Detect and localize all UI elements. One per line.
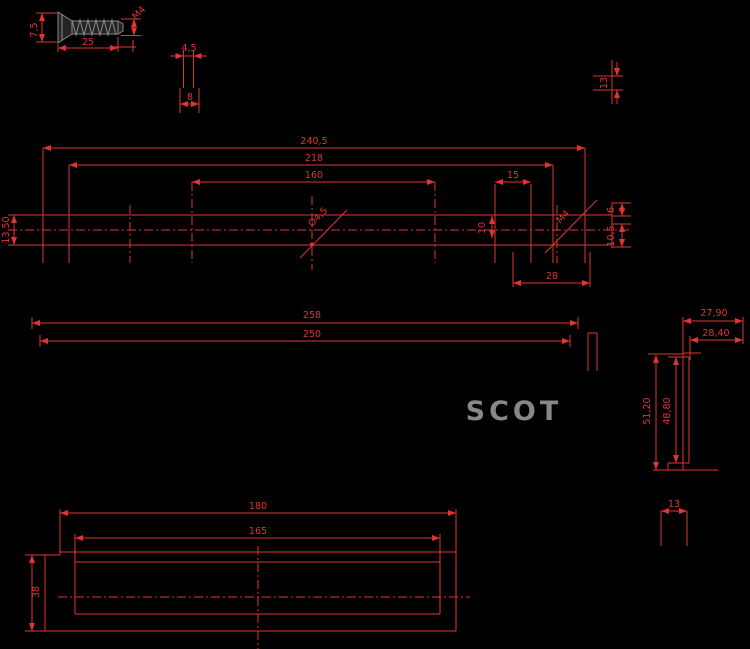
dim-6-label: 6 bbox=[606, 207, 617, 213]
length-258-label: 258 bbox=[303, 310, 321, 321]
height-38-label: 38 bbox=[31, 586, 42, 598]
screw-side-view: 7,5 25 M4 bbox=[29, 4, 148, 52]
screw-tip bbox=[117, 20, 124, 35]
depth-27-90-label: 27,90 bbox=[700, 308, 727, 319]
side-profile-view: 27,90 28,40 51,20 48,80 bbox=[642, 308, 744, 471]
tab-13-label: 13 bbox=[668, 499, 680, 510]
hole-spacing-label: 160 bbox=[305, 170, 323, 181]
height-51-20-label: 51,20 bbox=[642, 397, 653, 424]
hole-dia-label: Ø4,5 bbox=[306, 205, 330, 229]
length-250-label: 250 bbox=[303, 329, 321, 340]
depth-28-40-label: 28,40 bbox=[702, 328, 729, 339]
width-180-label: 180 bbox=[249, 501, 267, 512]
slot-inner-width-label: 4,5 bbox=[181, 43, 196, 54]
overall-length-label: 240,5 bbox=[300, 136, 327, 147]
dim-10-label: 10 bbox=[477, 222, 488, 234]
screw-head-height-label: 7,5 bbox=[29, 22, 40, 37]
width-165-label: 165 bbox=[249, 526, 267, 537]
bottom-view: 180 165 38 bbox=[25, 501, 470, 649]
dim-10-5-label: 10,5 bbox=[606, 225, 617, 246]
mount-spacing-label: 218 bbox=[305, 153, 323, 164]
height-13-50-label: 13,50 bbox=[1, 216, 12, 243]
height-48-80-label: 48,80 bbox=[662, 397, 673, 424]
slot-outer-width-label: 8 bbox=[187, 92, 193, 103]
screw-length-label: 25 bbox=[82, 37, 94, 48]
watermark-logo: SCOT bbox=[466, 396, 563, 427]
end-tab-height-label: 13 bbox=[599, 77, 610, 89]
slot-section-view: 4,5 8 bbox=[170, 43, 207, 113]
handle-front-view: 240,5 218 160 15 10 M4 6 bbox=[1, 136, 631, 287]
tab-width-view: 13 bbox=[660, 499, 688, 546]
dim-28-label: 28 bbox=[546, 271, 558, 282]
slot-15-label: 15 bbox=[507, 170, 519, 181]
end-tab-detail: 13 bbox=[593, 60, 623, 104]
screw-head bbox=[57, 11, 73, 44]
length-dims-view: 258 250 bbox=[31, 310, 598, 371]
